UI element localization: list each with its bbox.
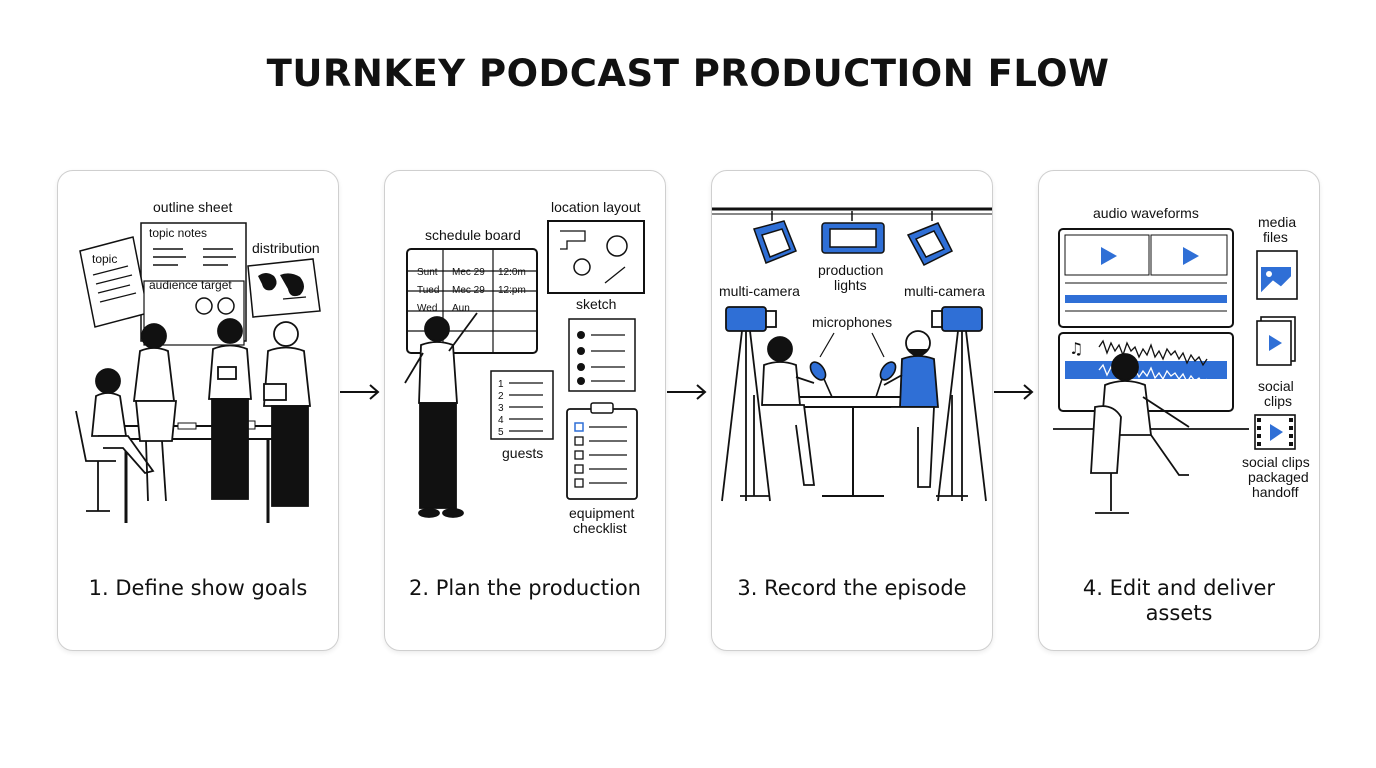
- camera-right-icon: [931, 306, 987, 502]
- schedule-board-label: schedule board: [425, 227, 521, 243]
- step-card-plan-production: Sunt Mec 29 12:0m Tued Mec 29 12:pm Wed …: [384, 170, 666, 651]
- distribution-label: distribution: [252, 240, 320, 256]
- multi-camera-label-right: multi-camera: [904, 283, 985, 299]
- schedule-cell: Aun: [452, 303, 470, 314]
- topic-note-icon: [79, 236, 149, 328]
- schedule-cell: Mec 29: [452, 267, 485, 278]
- step-card-define-goals: outline sheet topic notes topic distribu…: [57, 170, 339, 651]
- handoff-label: packaged: [1248, 469, 1309, 485]
- handoff-label: handoff: [1252, 484, 1299, 500]
- planner-person-icon: [404, 312, 478, 518]
- camera-left-icon: [721, 306, 777, 502]
- flow-arrow-2: [665, 380, 709, 405]
- schedule-cell: Wed: [417, 303, 437, 314]
- production-light-icon: [821, 211, 885, 254]
- outline-sheet-label: outline sheet: [153, 199, 233, 215]
- flow-arrow-1: [338, 380, 382, 405]
- team-people-icon: [75, 318, 312, 512]
- step-label-line: 4. Edit and deliver: [1082, 576, 1276, 600]
- schedule-cell: Tued: [417, 285, 439, 296]
- social-clips-label: clips: [1264, 393, 1292, 409]
- schedule-cell: Mec 29: [452, 285, 485, 296]
- media-files-icon: [1256, 250, 1298, 300]
- production-light-icon: [906, 211, 954, 266]
- microphones-label: microphones: [812, 314, 892, 330]
- schedule-board-icon: Sunt Mec 29 12:0m Tued Mec 29 12:pm Wed …: [406, 248, 538, 354]
- guest-number: 4: [498, 415, 504, 426]
- audio-monitor-icon: ♫: [1058, 332, 1234, 412]
- meeting-table-icon: [108, 420, 282, 523]
- equipment-checklist-label: checklist: [573, 520, 627, 536]
- step-label-line: assets: [1145, 601, 1213, 625]
- sketch-list-icon: [568, 318, 636, 392]
- guest-person-icon: [883, 330, 968, 497]
- location-layout-icon: [547, 220, 645, 294]
- step-label-record-episode: 3. Record the episode: [737, 576, 967, 600]
- equipment-checklist-icon: [566, 402, 638, 500]
- music-note-icon: ♫: [1069, 339, 1083, 358]
- guest-number: 5: [498, 427, 504, 438]
- media-files-label: files: [1263, 229, 1288, 245]
- production-light-icon: [753, 211, 797, 264]
- record-episode-illustration: production lights multi-camera multi-cam…: [712, 207, 992, 502]
- equipment-checklist-label: equipment: [569, 505, 634, 521]
- step-label-define-goals: 1. Define show goals: [88, 576, 308, 600]
- production-lights-label: production: [818, 262, 883, 278]
- editor-person-icon: [1053, 353, 1249, 514]
- schedule-cell: 12:0m: [498, 267, 526, 278]
- step-card-edit-deliver: ♫: [1038, 170, 1320, 651]
- plan-production-illustration: Sunt Mec 29 12:0m Tued Mec 29 12:pm Wed …: [404, 199, 645, 536]
- host-person-icon: [740, 336, 816, 497]
- schedule-cell: Sunt: [417, 267, 438, 278]
- define-goals-illustration: outline sheet topic notes topic distribu…: [75, 199, 321, 523]
- schedule-cell: 12:pm: [498, 285, 526, 296]
- microphone-icon: [868, 361, 897, 398]
- sketch-label: sketch: [576, 296, 616, 312]
- step-label-plan-production: 2. Plan the production: [409, 576, 641, 600]
- topic-label: topic: [92, 252, 117, 266]
- guests-list-icon: 1 2 3 4 5: [490, 370, 554, 440]
- distribution-map-icon: [247, 258, 321, 318]
- handoff-label: social clips: [1242, 454, 1310, 470]
- video-file-icon: [1256, 316, 1296, 366]
- editing-monitor-icon: [1058, 228, 1234, 328]
- page-title: TURNKEY PODCAST PRODUCTION FLOW: [266, 52, 1110, 95]
- guest-number: 2: [498, 391, 504, 402]
- guest-number: 1: [498, 379, 504, 390]
- location-layout-label: location layout: [551, 199, 641, 215]
- guests-label: guests: [502, 445, 543, 461]
- audience-target-label: audience target: [149, 278, 232, 292]
- audio-waveforms-label: audio waveforms: [1093, 205, 1199, 221]
- production-lights-label: lights: [834, 277, 867, 293]
- step-card-record-episode: production lights multi-camera multi-cam…: [711, 170, 993, 651]
- topic-notes-label: topic notes: [149, 226, 207, 240]
- guest-number: 3: [498, 403, 504, 414]
- microphone-icon: [809, 361, 840, 398]
- media-files-label: media: [1258, 214, 1296, 230]
- step-label-edit-deliver: 4. Edit and deliver assets: [1039, 576, 1319, 626]
- edit-deliver-illustration: ♫: [1053, 205, 1310, 514]
- flow-arrow-3: [992, 380, 1036, 405]
- multi-camera-label-left: multi-camera: [719, 283, 800, 299]
- social-clips-film-icon: [1254, 414, 1296, 450]
- social-clips-label: social: [1258, 378, 1294, 394]
